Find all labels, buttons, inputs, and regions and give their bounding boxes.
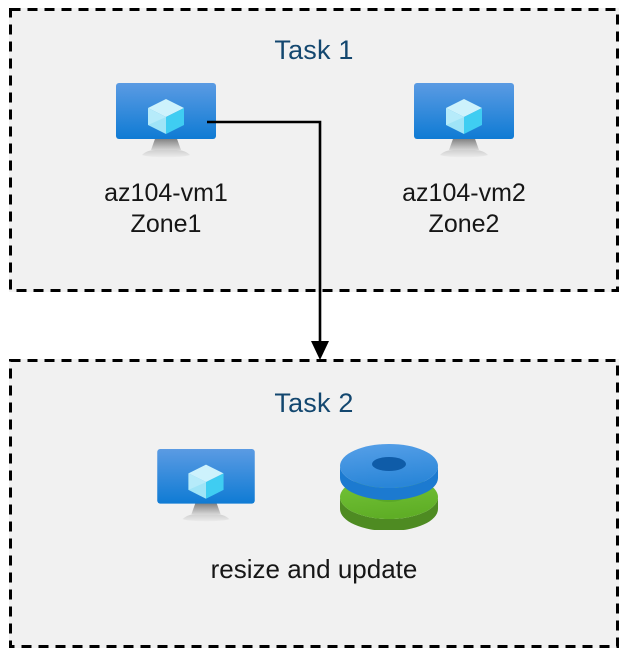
task-2-title: Task 2 — [274, 388, 354, 418]
virtual-machine-icon — [157, 448, 255, 522]
cube-glyph — [148, 99, 184, 134]
virtual-machine-icon — [116, 83, 216, 158]
vm1-label-line1: az104-vm1 — [104, 179, 228, 207]
task-1-container: Task 1 — [9, 8, 619, 292]
managed-disks-node[interactable] — [334, 440, 444, 535]
arrowhead-icon — [311, 341, 329, 360]
virtual-machine-icon — [414, 83, 514, 158]
vm1-label-line2: Zone1 — [130, 210, 202, 238]
task-2-caption: resize and update — [210, 554, 418, 584]
blue-disk — [340, 444, 438, 500]
cube-glyph — [188, 464, 224, 499]
managed-disks-icon — [340, 444, 438, 531]
vm2-label-line2: Zone2 — [428, 210, 500, 238]
cube-glyph — [446, 99, 482, 134]
vm2-label-line1: az104-vm2 — [402, 179, 526, 207]
vm-node-resize-target[interactable] — [156, 448, 256, 526]
task-2-container: Task 2 — [9, 359, 619, 648]
task-1-title: Task 1 — [274, 35, 354, 65]
